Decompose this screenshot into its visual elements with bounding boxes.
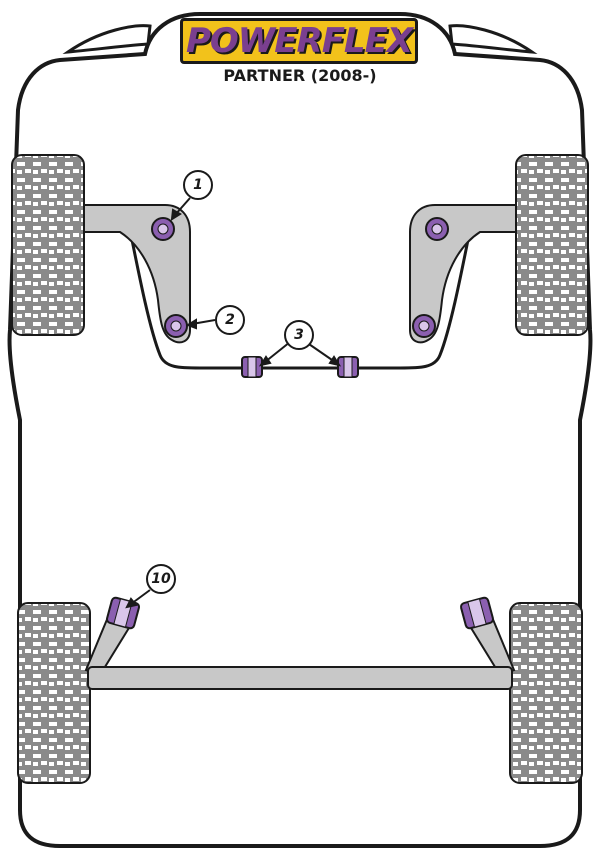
bush-front-wishbone-rear-right xyxy=(412,314,436,338)
rear-left-tyre xyxy=(17,602,91,784)
callout-3: 3 xyxy=(284,320,314,350)
powerflex-logo: POWERFLEX xyxy=(180,18,418,64)
callout-1-leader xyxy=(170,197,191,221)
front-anti-roll-bar xyxy=(128,229,472,370)
front-left-tyre xyxy=(11,154,85,336)
bush-front-wishbone-front-right xyxy=(425,217,449,241)
right-headlight xyxy=(448,24,538,54)
callout-10-leader xyxy=(125,589,151,609)
bush-rear-beam-right xyxy=(460,596,494,630)
car-body-outline xyxy=(7,12,593,848)
callout-3-leader xyxy=(258,341,342,367)
bush-anti-roll-bar-right xyxy=(337,356,359,378)
front-right-tyre xyxy=(515,154,589,336)
left-headlight xyxy=(62,24,152,54)
bush-anti-roll-bar-left xyxy=(241,356,263,378)
bush-front-wishbone-front-left xyxy=(151,217,175,241)
rear-right-tyre xyxy=(509,602,583,784)
rear-axle-beam xyxy=(87,666,513,690)
callout-10: 10 xyxy=(146,564,176,594)
vehicle-model-title: PARTNER (2008-) xyxy=(223,66,377,85)
callout-2: 2 xyxy=(215,305,245,335)
callout-2-leader xyxy=(185,318,216,330)
bush-front-wishbone-rear-left xyxy=(164,314,188,338)
callout-1: 1 xyxy=(183,170,213,200)
logo-text: POWERFLEX xyxy=(185,21,413,61)
